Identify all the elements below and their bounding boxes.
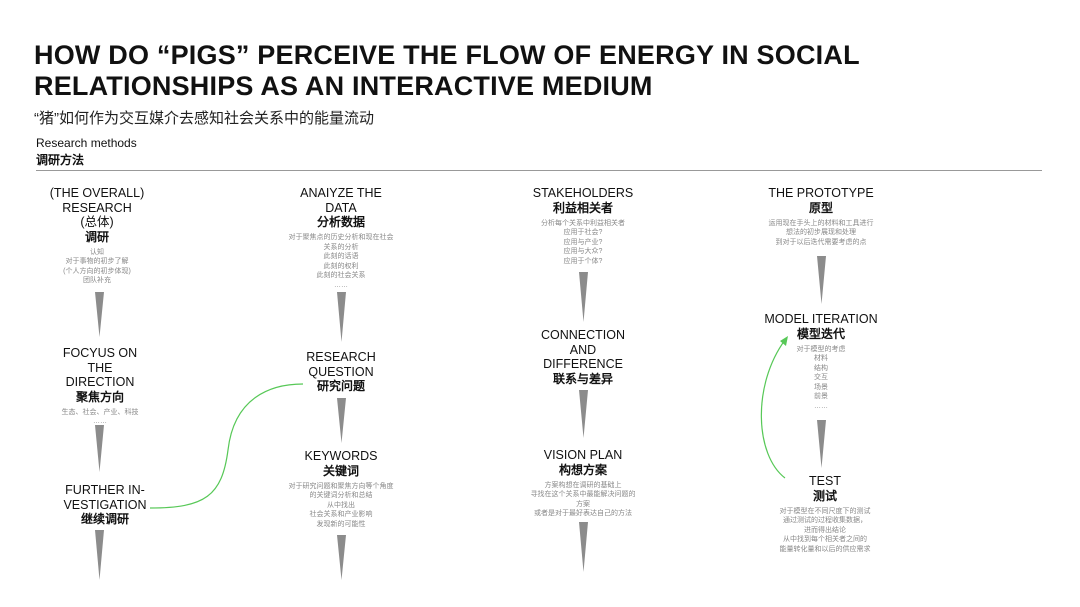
node-research-question: RESEARCH QUESTION 研究问题 [266,350,416,394]
node-title-cn: 构想方案 [558,462,607,477]
wedge-arrow [817,256,826,304]
node-keywords: KEYWORDS 关键词 对于研究问题和聚焦方向等个角度 的关键词分析和总结 从… [266,449,416,529]
node-description: 运用现在手头上的材料和工具进行 想法的初步展现和处理 到对于以后迭代需要考虑的点 [768,219,874,246]
node-title-en: RESEARCH QUESTION [306,350,376,379]
wedge-arrow [579,522,588,572]
wedge-arrow [579,272,588,322]
node-description: 生态、社会、产业、科技 …… [61,408,139,426]
node-title-en: VISION PLAN [543,448,623,462]
loop-connector-investigation-question [149,383,304,509]
node-title-en: FOCYUS ON THE DIRECTION [62,346,138,389]
header-divider [36,170,1042,171]
wedge-arrow [95,425,104,472]
node-title-en: THE PROTOTYPE [768,186,874,200]
node-title-cn: 分析数据 [316,215,365,229]
node-title-cn: 调研 [84,229,109,244]
node-title-cn: 联系与差异 [552,371,613,386]
node-title-en: MODEL ITERATION [764,312,878,326]
node-description: 对于研究问题和聚焦方向等个角度 的关键词分析和总结 从中找出 社会关系和产业影响… [288,482,394,528]
section-label-cn: 调研方法 [36,153,85,167]
node-model-iteration: MODEL ITERATION 模型迭代 对于模型的考虑 材料 结构 交互 场景… [746,312,896,411]
node-vision-plan: VISION PLAN 构想方案 方案构想在调研的基础上 寻找在这个关系中最能解… [508,448,658,519]
page-title: HOW DO “PIGS” PERCEIVE THE FLOW OF ENERG… [34,40,860,101]
wedge-arrow [817,420,826,468]
node-description: 对于聚焦点的历史分析和现在社会 关系的分析 此刻的话语 此刻的权利 此刻的社会关… [288,234,394,289]
node-further-investigation: FURTHER IN- VESTIGATION 继续调研 [30,483,180,527]
node-title-cn: 关键词 [322,463,359,478]
section-label-en: Research methods [36,136,137,150]
node-focus-direction: FOCYUS ON THE DIRECTION 聚焦方向 生态、社会、产业、科技… [25,346,175,427]
node-title-cn: 原型 [808,200,833,215]
wedge-arrow [337,535,346,580]
node-title-cn: 研究问题 [316,379,365,393]
node-title-en: FURTHER IN- VESTIGATION [63,483,147,512]
wedge-arrow [337,292,346,342]
node-title-cn: 继续调研 [80,512,129,526]
node-prototype: THE PROTOTYPE 原型 运用现在手头上的材料和工具进行 想法的初步展现… [746,186,896,247]
node-overall-research: (THE OVERALL) RESEARCH (总体) 调研 认知 对于事物的初… [22,186,172,286]
arrowhead-icon [780,336,788,346]
loop-connector-test-iteration [760,339,786,479]
node-stakeholders: STAKEHOLDERS 利益相关者 分析每个关系中利益相关者 应用于社会? 应… [508,186,658,266]
node-test: TEST 测试 对于模型在不同尺度下的测试 通过测试的过程收集数据， 进而得出结… [750,474,900,554]
node-title-en: (THE OVERALL) RESEARCH (总体) [49,186,145,229]
node-analyze-data: ANAIYZE THE DATA 分析数据 对于聚焦点的历史分析和现在社会 关系… [266,186,416,290]
page-subtitle: “猪”如何作为交互媒介去感知社会关系中的能量流动 [34,110,374,127]
wedge-arrow [95,292,104,337]
wedge-arrow [95,530,104,580]
node-connection-difference: CONNECTION AND DIFFERENCE 联系与差异 [508,328,658,387]
node-title-en: ANAIYZE THE DATA [300,186,382,215]
wedge-arrow [579,390,588,438]
node-description: 分析每个关系中利益相关者 应用于社会? 应用与产业? 应用与大众? 应用于个体? [541,219,625,265]
node-title-en: STAKEHOLDERS [532,186,634,200]
node-description: 对于模型在不同尺度下的测试 通过测试的过程收集数据， 进而得出结论 从中找到每个… [779,507,871,553]
node-title-cn: 利益相关者 [552,200,613,215]
node-title-en: KEYWORDS [304,449,378,463]
node-description: 方案构想在调研的基础上 寻找在这个关系中最能解决问题的 方案 或者是对于最好表达… [530,481,636,518]
node-title-cn: 模型迭代 [796,326,845,341]
node-description: 对于模型的考虑 材料 结构 交互 场景 前景 …… [796,345,846,410]
wedge-arrow [337,398,346,443]
node-title-en: TEST [809,474,841,488]
node-description: 认知 对于事物的初步了解 (个人方向的初步体现) 团队补充 [63,248,131,285]
node-title-cn: 聚焦方向 [75,389,124,404]
node-title-en: CONNECTION AND DIFFERENCE [540,328,626,371]
node-title-cn: 测试 [812,488,837,503]
